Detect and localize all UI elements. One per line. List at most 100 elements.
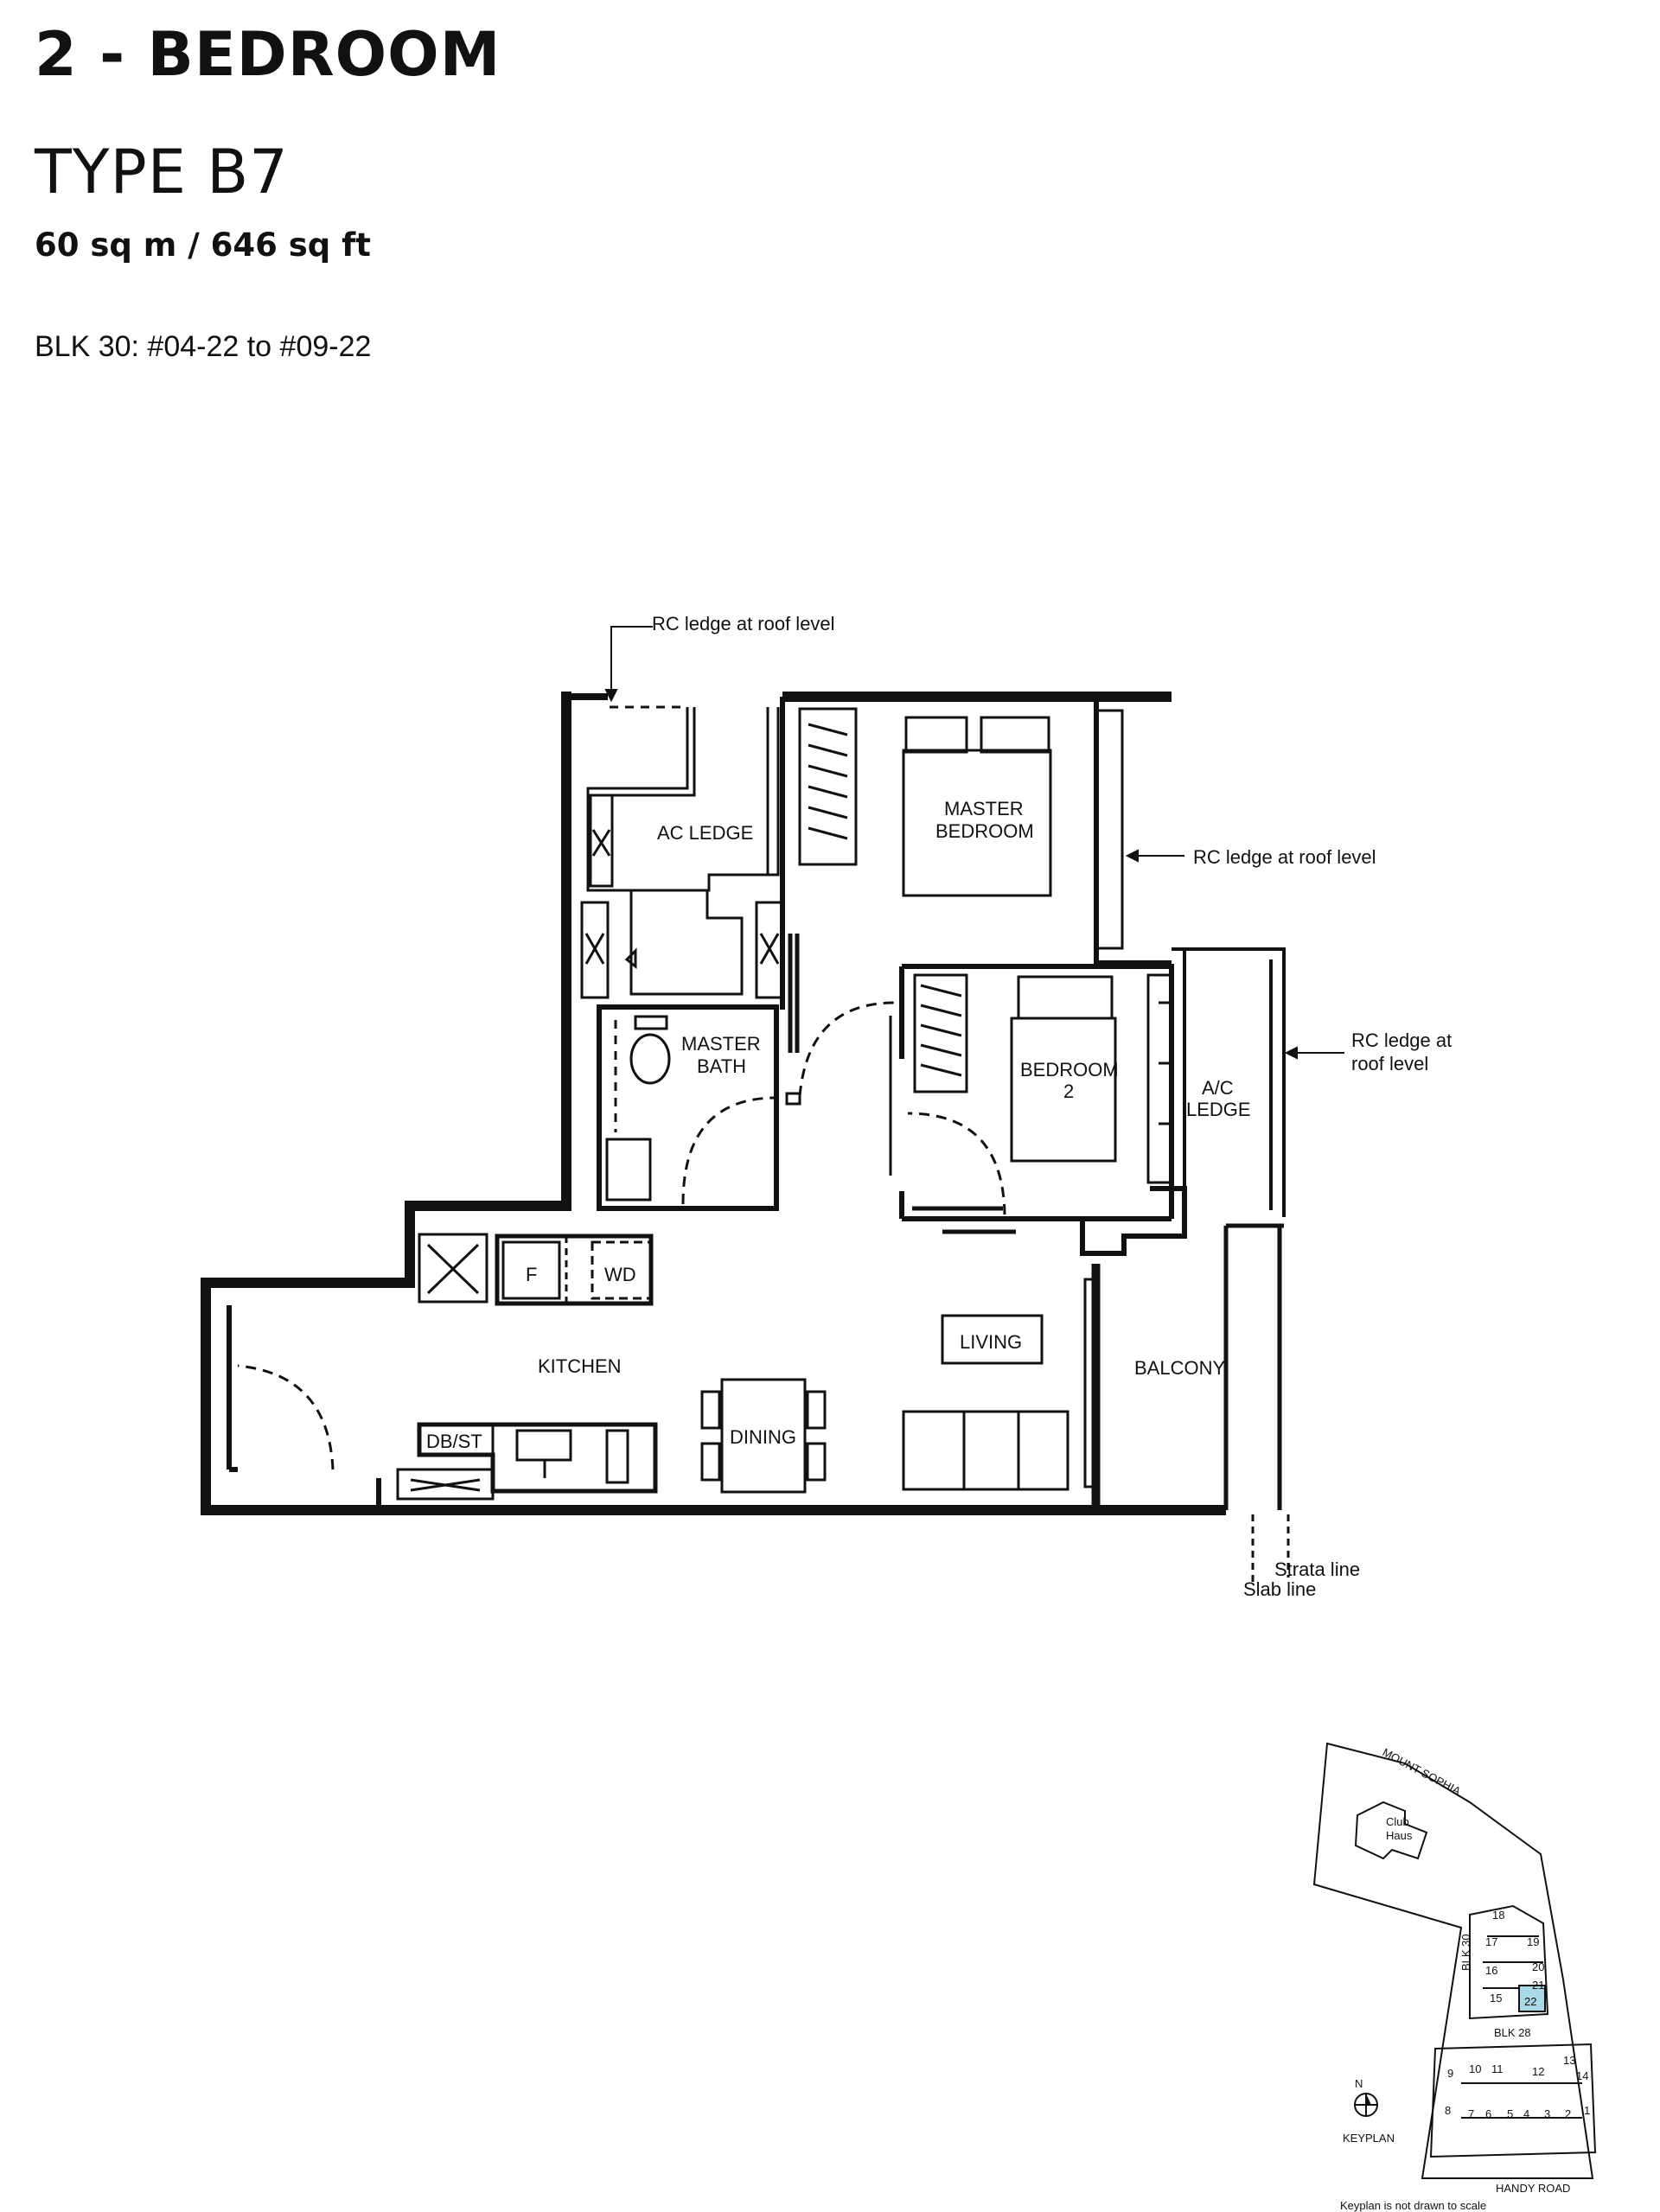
unit-number: 3 <box>1544 2107 1550 2120</box>
kitchen-duct-cross <box>426 1243 480 1295</box>
unit-number: 6 <box>1485 2107 1491 2120</box>
rc-top-leader <box>610 626 653 696</box>
mb-wardrobe <box>798 707 858 866</box>
bath-door-arc <box>681 1096 777 1205</box>
dining-table <box>720 1378 807 1494</box>
unit-number: 22 <box>1524 1995 1536 2008</box>
unit-number: 15 <box>1490 1992 1502 2005</box>
unit-number: 10 <box>1469 2062 1481 2075</box>
master-bedroom-label-2: BEDROOM <box>935 820 1034 842</box>
kitchen-upper-counter <box>495 1233 654 1306</box>
unit-number: 16 <box>1485 1964 1497 1977</box>
duct-cross-3 <box>759 933 780 965</box>
ac-ledge-top-label: AC LEDGE <box>657 822 753 844</box>
ac-ledge-side-label-2: LEDGE <box>1186 1099 1251 1120</box>
sofa <box>902 1410 1069 1491</box>
chair-2 <box>700 1442 721 1482</box>
sink <box>515 1429 572 1462</box>
unit-number: 5 <box>1507 2107 1513 2120</box>
balcony-wall <box>1091 1226 1282 1510</box>
tv-console <box>1083 1278 1097 1488</box>
blk28-label: BLK 28 <box>1494 2026 1531 2039</box>
wd-box <box>591 1240 653 1300</box>
kitchen-label: KITCHEN <box>538 1355 622 1377</box>
living-label: LIVING <box>960 1331 1022 1353</box>
blk30-label: BLK 30 <box>1459 1934 1472 1971</box>
unit-number: 4 <box>1523 2107 1529 2120</box>
mb-door-arc <box>798 1001 896 1097</box>
rc-ledge-right-note: RC ledge at roof level <box>1193 846 1376 868</box>
unit-number: 2 <box>1565 2107 1571 2120</box>
unit-22-highlight <box>1518 1985 1546 2012</box>
hob <box>605 1429 629 1484</box>
blk30-outline <box>1469 1904 1549 2020</box>
right-ac-ledge <box>1172 947 1286 1217</box>
north-arrow-fill <box>1366 2094 1371 2105</box>
left-inner-wall <box>227 1305 381 1510</box>
unit-area: 60 sq m / 646 sq ft <box>35 226 371 264</box>
mb-wardrobe-hatch <box>808 723 848 840</box>
mb-bed <box>902 749 1052 897</box>
rc-top-arrowhead <box>604 689 618 703</box>
db-st-box <box>418 1423 495 1457</box>
unit-number: 1 <box>1584 2104 1590 2117</box>
unit-number: 9 <box>1447 2067 1453 2080</box>
b2-slide-door <box>912 1206 1016 1234</box>
rc-ledge-top-note: RC ledge at roof level <box>652 613 835 634</box>
entrance-door-arc <box>237 1364 335 1470</box>
ac-ledge-inner <box>595 707 769 875</box>
unit-number: 14 <box>1576 2069 1588 2082</box>
b2-wardrobe-hatch <box>920 984 962 1077</box>
bedroom2-label-1: BEDROOM <box>1020 1059 1119 1081</box>
club-label-1: Club <box>1386 1815 1409 1828</box>
toilet <box>629 1033 671 1085</box>
club-haus-outline <box>1354 1801 1428 1860</box>
kitchen-duct <box>418 1233 488 1304</box>
b2-side-post <box>1080 1186 1187 1256</box>
unit-number: 17 <box>1485 1935 1497 1948</box>
bedroom2-wall <box>899 964 1174 1221</box>
chair-3 <box>806 1390 827 1430</box>
mount-sophia-label: MOUNT SOPHIA <box>1381 1745 1464 1797</box>
master-bath-label-1: MASTER <box>681 1033 761 1055</box>
b2-desk <box>1146 973 1173 1184</box>
right-ac-ledge-ticks <box>1159 1001 1172 1125</box>
keyplan-separators <box>1461 1935 1582 2119</box>
ac-ledge-side-label-1: A/C <box>1202 1077 1234 1099</box>
ac-ledge-outline <box>586 707 780 892</box>
master-bedroom-label-1: MASTER <box>944 798 1024 819</box>
dining-label: DINING <box>730 1426 796 1448</box>
bedroom2-label-2: 2 <box>1063 1081 1074 1102</box>
sofa-cushions <box>962 1412 1020 1489</box>
master-bath-label-2: BATH <box>697 1055 746 1077</box>
duct-box-1 <box>589 794 614 888</box>
store-marker <box>624 947 637 970</box>
store-box <box>629 890 744 996</box>
mb-pillow-1 <box>904 716 968 754</box>
north-label: N <box>1355 2077 1363 2090</box>
blk28-outline <box>1429 2043 1597 2158</box>
unit-type: TYPE B7 <box>35 137 289 207</box>
lower-duct <box>396 1468 495 1501</box>
duct-cross-1 <box>591 829 611 857</box>
balcony-label: BALCONY <box>1134 1357 1225 1379</box>
living-label-box <box>941 1314 1044 1365</box>
rc-right-arrowhead <box>1125 849 1139 863</box>
master-bedroom-wall <box>780 700 1172 1010</box>
rc-ledge-right2-note-2: roof level <box>1351 1053 1428 1074</box>
fridge-label: F <box>526 1264 537 1285</box>
b2-door-arc <box>907 1112 1006 1215</box>
unit-number: 11 <box>1491 2062 1504 2075</box>
keyplan: MOUNT SOPHIA Club Haus BLK 30 BLK 28 HAN… <box>1312 1742 1597 2212</box>
fridge-box <box>501 1240 561 1300</box>
unit-number: 19 <box>1527 1935 1539 1948</box>
mb-pillow-2 <box>980 716 1050 754</box>
unit-list: BLK 30: #04-22 to #09-22 <box>35 330 372 363</box>
bath-basin <box>605 1138 652 1202</box>
rc-right2-arrowhead <box>1284 1046 1298 1060</box>
strata-line-note: Strata line <box>1274 1559 1360 1580</box>
outer-wall <box>201 692 1226 1515</box>
wd-label: WD <box>604 1264 636 1285</box>
chair-1 <box>700 1390 721 1430</box>
